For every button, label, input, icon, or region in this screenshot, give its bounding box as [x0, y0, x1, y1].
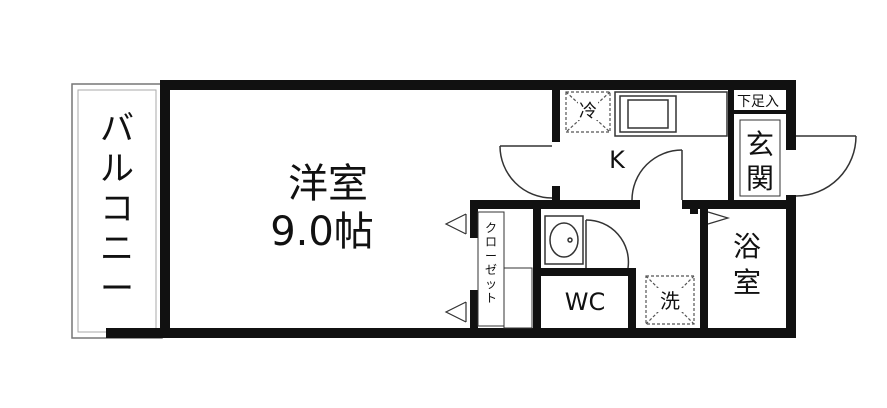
kitchen-left-door[interactable]: [499, 145, 553, 199]
balcony-text-char: ニ: [100, 229, 134, 269]
toilet-label: WC: [565, 288, 606, 316]
entrance-char-1: 玄: [746, 128, 774, 161]
washroom-door[interactable]: [585, 219, 630, 269]
closet-text-char: ロ: [485, 235, 497, 249]
closet-text-char: ッ: [485, 277, 497, 291]
entrance-label: 玄 関: [739, 119, 781, 197]
refrigerator-space: [565, 91, 611, 133]
kitchen-counter: [614, 91, 728, 137]
closet-shelf: [503, 267, 533, 329]
closet-text-char: ゼ: [485, 263, 497, 277]
balcony-text-char: コ: [100, 189, 134, 229]
balcony-text-char: ル: [100, 149, 134, 189]
entrance-char-2: 関: [746, 162, 774, 195]
kitchen-interior-door[interactable]: [631, 149, 683, 201]
western-room-size: 9.0帖: [270, 209, 374, 255]
closet-doors[interactable]: [444, 213, 467, 323]
refrigerator-label-bg: [578, 98, 598, 120]
closet-text-char: ト: [485, 291, 497, 305]
outer-walls: [160, 80, 796, 338]
western-room-name: 洋室: [288, 161, 368, 207]
shoe-box-label: 下足入: [737, 94, 779, 110]
closet-text-char: ー: [485, 249, 497, 263]
washbasin: [544, 215, 584, 265]
entrance-door[interactable]: [795, 135, 857, 197]
balcony-text-char: バ: [100, 109, 134, 149]
bathroom-char-2: 室: [733, 266, 761, 299]
bathroom-door[interactable]: [707, 211, 731, 225]
washer-space: [645, 275, 695, 325]
washer-label-bg: [656, 288, 684, 312]
interior-walls: [470, 80, 794, 330]
washer-label: 洗: [660, 289, 680, 313]
bathroom-char-1: 浴: [733, 230, 761, 263]
balcony-text-char: ー: [100, 269, 134, 309]
kitchen-label: K: [609, 146, 626, 174]
closet-text-char: ク: [485, 221, 497, 235]
refrigerator-label: 冷: [579, 101, 597, 122]
